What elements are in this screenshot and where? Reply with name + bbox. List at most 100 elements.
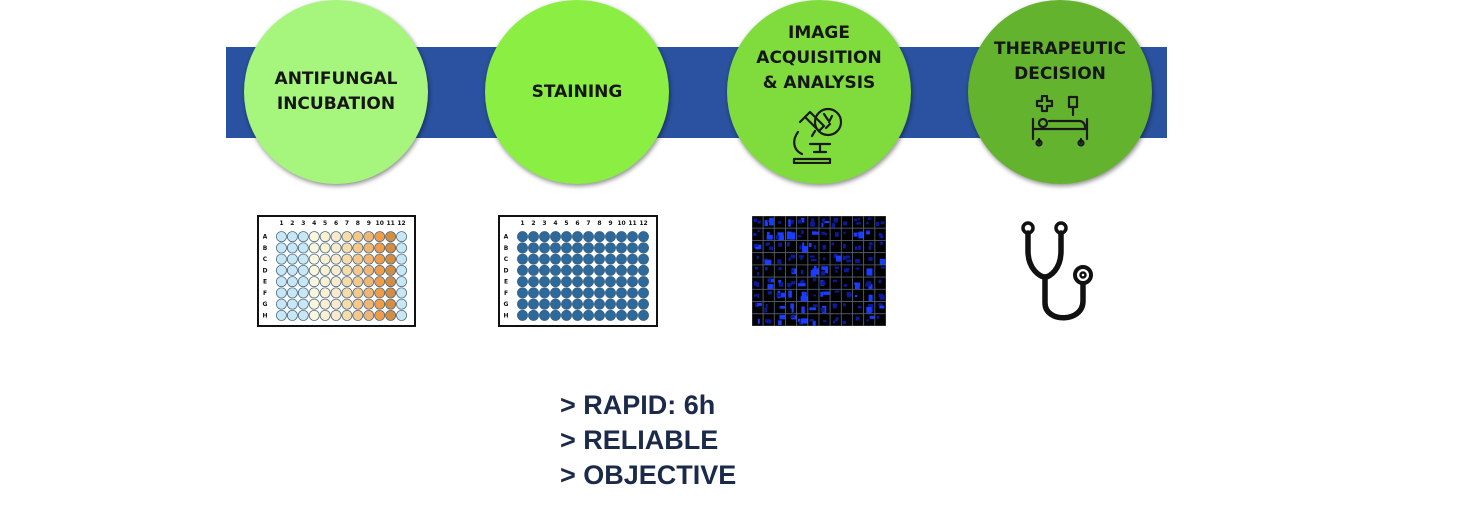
plate-well [583,253,594,265]
fluorescence-spot [813,294,816,297]
image-tile [829,276,842,290]
plate-well [396,309,407,321]
fluorescence-spot [801,318,809,324]
plate-well [374,309,386,321]
plate-well [319,242,331,254]
image-tile [840,276,853,290]
plate-column-label: 10 [617,220,625,227]
fluorescence-spot [778,221,782,224]
fluorescence-spot [777,259,782,264]
plate-well [341,276,353,288]
plate-well [286,309,298,321]
plate-well [308,298,320,310]
plate-well [627,276,638,288]
plate-well [374,298,386,310]
plate-well [319,253,331,265]
fluorescence-spot [786,244,790,247]
fluorescence-spot [799,320,804,325]
plate-well [396,264,407,276]
fluorescence-spot [753,243,759,249]
plate-well [572,276,583,288]
image-tile [785,252,798,266]
fluorescence-spot [812,259,817,262]
fluorescence-spot [764,259,772,268]
fluorescence-spot [797,219,802,224]
plate-row-label: E [263,279,267,286]
fluorescence-spot [757,318,760,324]
plate-well [616,309,627,321]
fluorescence-spot [821,231,825,235]
fluorescence-spot [791,269,794,273]
fluorescence-spot [753,232,757,237]
plate-well [276,253,287,265]
fluorescence-spot [787,241,790,246]
plate-well [627,253,638,265]
plate-column-label: 8 [356,220,360,227]
plate-well [374,253,386,265]
fluorescence-spot [855,316,860,321]
image-tile [818,313,831,326]
fluorescence-spot [764,220,768,227]
fluorescence-spot [764,307,768,313]
plate-well [363,253,375,265]
plate-well [583,264,594,276]
plate-well [286,298,298,310]
fluorescence-spot [788,219,791,227]
fluorescence-spot [778,282,783,287]
image-tile [752,313,764,326]
fluorescence-spot [868,294,873,302]
fluorescence-spot [879,258,886,265]
fluorescence-spot [811,231,819,235]
fluorescence-spot [757,302,762,306]
fluorescence-spot [823,291,832,295]
plate-well [374,231,386,243]
plate-well [616,287,627,299]
plate-well [561,287,572,299]
fluorescence-spot [790,303,794,309]
plate-well [572,231,583,243]
fluorescence-spot [866,231,871,235]
fluorescence-spot [801,230,804,234]
fluorescence-spot [853,218,858,221]
plate-well [517,276,528,288]
plate-well [572,264,583,276]
fluorescence-spot [812,320,816,326]
fluorescence-spot [754,266,759,270]
fluorescence-spot [768,278,772,283]
fluorescence-spot [775,235,780,240]
plate-well [363,276,375,288]
fluorescence-spot [753,218,757,223]
fluorescence-spot [866,268,873,276]
fluorescence-spot [820,307,825,312]
step-image-acquisition: IMAGE ACQUISITION & ANALYSIS [727,0,911,184]
plate-well [550,242,561,254]
fluorescence-spot [866,306,872,314]
plate-well [550,276,561,288]
fluorescence-spot [834,266,839,269]
plate-well [341,298,353,310]
plate-well [363,242,375,254]
plate-well [528,287,539,299]
plate-well [352,242,364,254]
plate-well [583,287,594,299]
fluorescence-spot [821,281,826,286]
plate-well [330,276,342,288]
plate-well [605,298,616,310]
fluorescence-spot [802,246,808,254]
stethoscope-icon [1021,221,1093,321]
plate-well [286,264,298,276]
fluorescence-spot [868,257,873,261]
plate-row-label: F [263,290,267,297]
fluorescence-spot [765,303,768,308]
fluorescence-spot [822,244,827,250]
plate-column-label: 12 [397,220,405,227]
fluorescence-spot [878,303,881,306]
plate-well [572,298,583,310]
fluorescence-spot [843,303,846,307]
fluorescence-spot [879,235,884,239]
plate-well [276,298,287,310]
plate-well [286,287,298,299]
image-tile [863,313,876,326]
plate-well [308,287,320,299]
fluorescence-spot [791,305,794,313]
